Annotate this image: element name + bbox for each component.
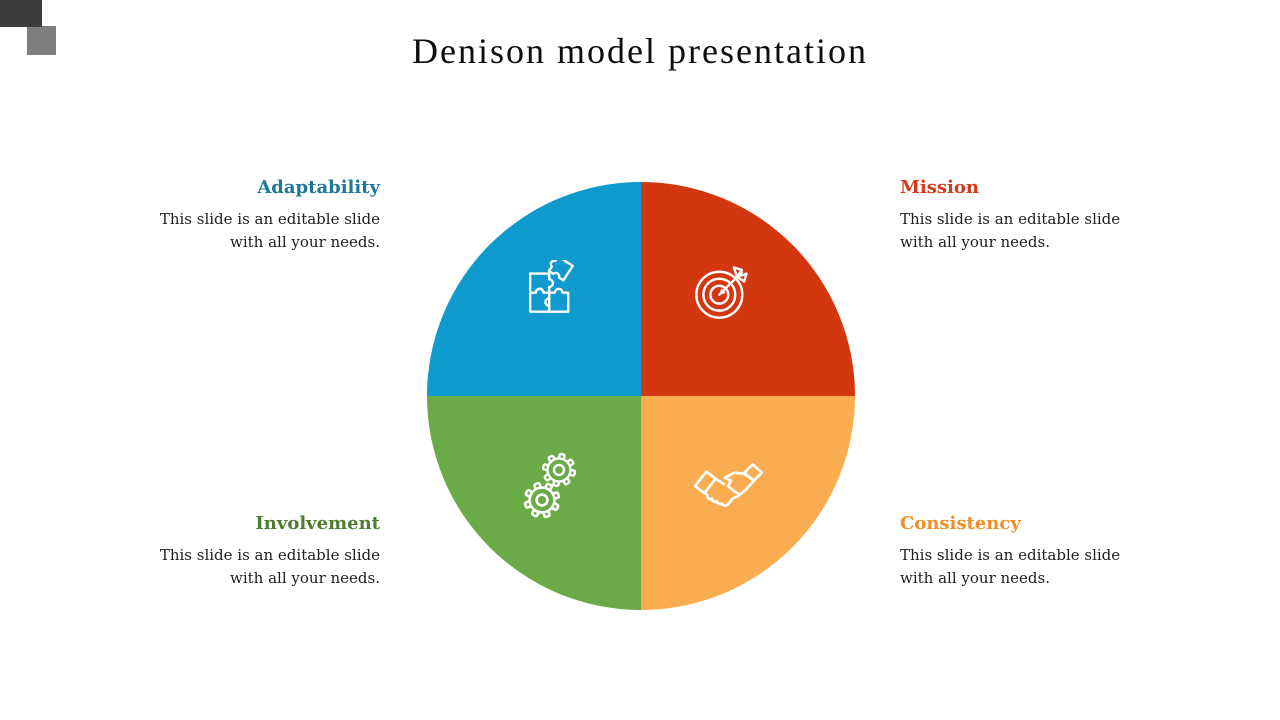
consistency-heading: Consistency <box>900 513 1021 534</box>
consistency-desc-line1: This slide is an editable slide <box>900 546 1121 564</box>
consistency-desc-line2: with all your needs. <box>900 569 1050 587</box>
mission-heading: Mission <box>900 177 979 198</box>
gears-icon <box>523 450 579 522</box>
text-block-involvement: Involvement This slide is an editable sl… <box>80 513 380 590</box>
involvement-heading: Involvement <box>255 513 380 534</box>
corner-dark-square <box>0 0 42 27</box>
mission-desc-line2: with all your needs. <box>900 233 1050 251</box>
adaptability-desc-line2: with all your needs. <box>230 233 380 251</box>
text-block-consistency: Consistency This slide is an editable sl… <box>900 513 1200 590</box>
handshake-icon <box>692 459 766 513</box>
adaptability-desc-line1: This slide is an editable slide <box>159 210 380 228</box>
text-block-mission: Mission This slide is an editable slide … <box>900 177 1200 254</box>
involvement-desc-line1: This slide is an editable slide <box>159 546 380 564</box>
target-icon <box>694 260 754 320</box>
denison-model-diagram <box>427 182 855 610</box>
text-block-adaptability: Adaptability This slide is an editable s… <box>80 177 380 254</box>
adaptability-heading: Adaptability <box>257 177 380 198</box>
involvement-desc-line2: with all your needs. <box>230 569 380 587</box>
page-title: Denison model presentation <box>412 31 868 71</box>
mission-desc-line1: This slide is an editable slide <box>900 210 1121 228</box>
puzzle-icon <box>522 260 580 318</box>
corner-gray-square <box>27 26 56 55</box>
